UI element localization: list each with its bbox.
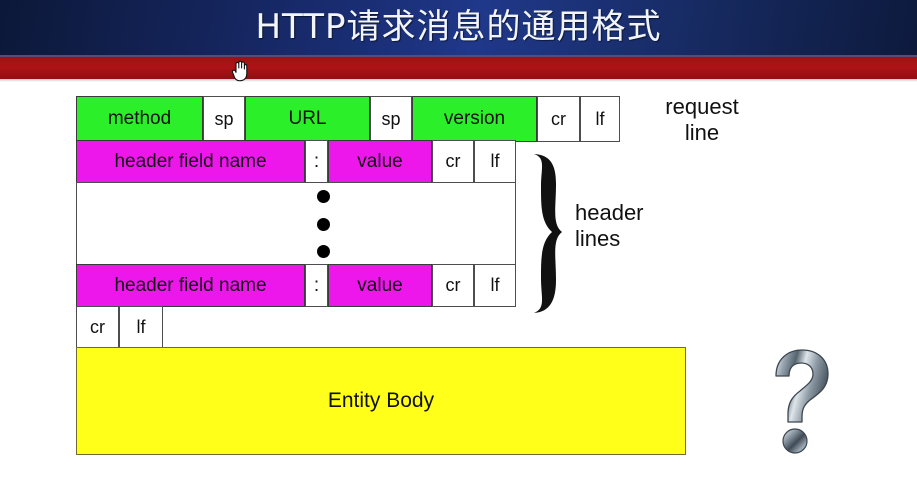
cell-lf-header-last: lf <box>474 264 516 307</box>
cell-cr-header-first: cr <box>432 140 474 183</box>
cell-method: method <box>76 96 203 142</box>
cell-header-field-name-last: header field name <box>76 264 305 307</box>
cell-lf-request-line: lf <box>580 96 620 142</box>
cell-header-field-name-first: header field name <box>76 140 305 183</box>
cell-sp-2: sp <box>370 96 412 142</box>
cell-value-first: value <box>328 140 432 183</box>
entity-body-box: Entity Body <box>76 347 686 455</box>
cell-cr-request-line: cr <box>537 96 580 142</box>
red-accent-band <box>0 57 917 79</box>
ellipsis-dot <box>316 190 330 203</box>
title-hairline-divider <box>0 55 917 57</box>
cell-sp-1: sp <box>203 96 245 142</box>
header-lines-label: header lines <box>575 200 644 251</box>
cell-version: version <box>412 96 537 142</box>
request-line-label: request line <box>665 94 739 145</box>
cell-value-last: value <box>328 264 432 307</box>
cell-url: URL <box>245 96 370 142</box>
cell-colon-last: : <box>305 264 328 307</box>
header-lines-brace-icon <box>528 152 572 316</box>
question-mark-icon <box>764 348 838 454</box>
vertical-ellipsis-icon <box>314 190 332 258</box>
cell-cr-header-last: cr <box>432 264 474 307</box>
slide-title-bar: HTTP请求消息的通用格式 <box>0 0 917 55</box>
ellipsis-dot <box>316 245 330 258</box>
page-title: HTTP请求消息的通用格式 <box>255 7 662 47</box>
red-band-shadow <box>0 79 917 82</box>
cell-colon-first: : <box>305 140 328 183</box>
header-lines-continuation-box <box>76 182 516 265</box>
cell-cr-blank-line: cr <box>76 306 119 349</box>
hand-cursor-icon <box>231 60 249 82</box>
ellipsis-dot <box>316 217 330 231</box>
cell-lf-header-first: lf <box>474 140 516 183</box>
cell-lf-blank-line: lf <box>119 306 163 349</box>
